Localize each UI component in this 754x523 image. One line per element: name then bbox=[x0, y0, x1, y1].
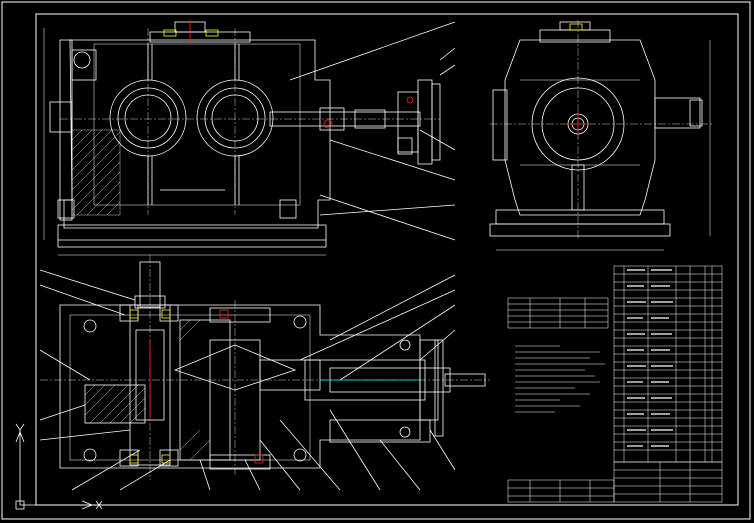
title-block bbox=[507, 461, 723, 503]
accent-marks-top bbox=[129, 309, 420, 464]
technical-requirements-notes bbox=[515, 345, 605, 413]
side-view bbox=[489, 20, 712, 251]
parts-list-entries bbox=[627, 269, 673, 447]
hatch-region-top bbox=[84, 319, 211, 461]
parts-list bbox=[613, 265, 723, 463]
front-section-view bbox=[43, 21, 456, 256]
top-section-view bbox=[39, 255, 490, 491]
hatch-region-front bbox=[71, 129, 121, 216]
gear-parameter-table bbox=[507, 297, 609, 329]
ucs-axis-icon bbox=[15, 423, 103, 510]
accent-marks-front bbox=[163, 20, 414, 129]
accent-marks-side bbox=[566, 23, 590, 136]
